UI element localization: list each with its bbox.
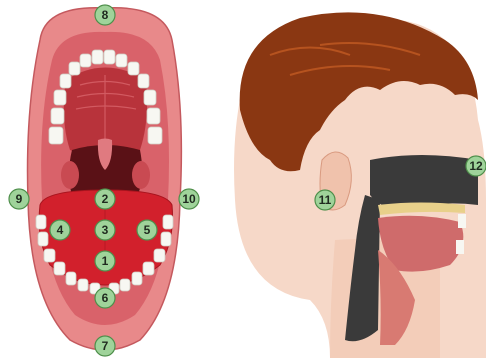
left-tonsil <box>61 161 79 189</box>
marker-label: 3 <box>102 223 109 237</box>
marker-6: 6 <box>95 288 115 308</box>
profile-lower-teeth <box>456 240 464 254</box>
marker-label: 10 <box>182 192 196 206</box>
marker-1: 1 <box>95 251 115 271</box>
marker-11: 11 <box>315 190 335 210</box>
marker-8: 8 <box>95 5 115 25</box>
marker-10: 10 <box>179 189 199 209</box>
marker-3: 3 <box>95 220 115 240</box>
nasal-cavity <box>370 155 478 210</box>
marker-label: 4 <box>57 223 64 237</box>
marker-7: 7 <box>95 336 115 356</box>
marker-label: 2 <box>102 192 109 206</box>
marker-9: 9 <box>9 189 29 209</box>
marker-label: 1 <box>102 254 109 268</box>
marker-5: 5 <box>137 220 157 240</box>
marker-label: 12 <box>469 159 483 173</box>
marker-4: 4 <box>50 220 70 240</box>
marker-label: 9 <box>16 192 23 206</box>
marker-12: 12 <box>466 156 486 176</box>
marker-label: 6 <box>102 291 109 305</box>
marker-2: 2 <box>95 189 115 209</box>
marker-label: 7 <box>102 339 109 353</box>
marker-label: 8 <box>102 8 109 22</box>
profile-teeth <box>458 214 466 228</box>
head-sagittal-illustration <box>234 12 486 358</box>
marker-label: 5 <box>144 223 151 237</box>
marker-label: 11 <box>319 193 332 207</box>
right-tonsil <box>132 161 150 189</box>
